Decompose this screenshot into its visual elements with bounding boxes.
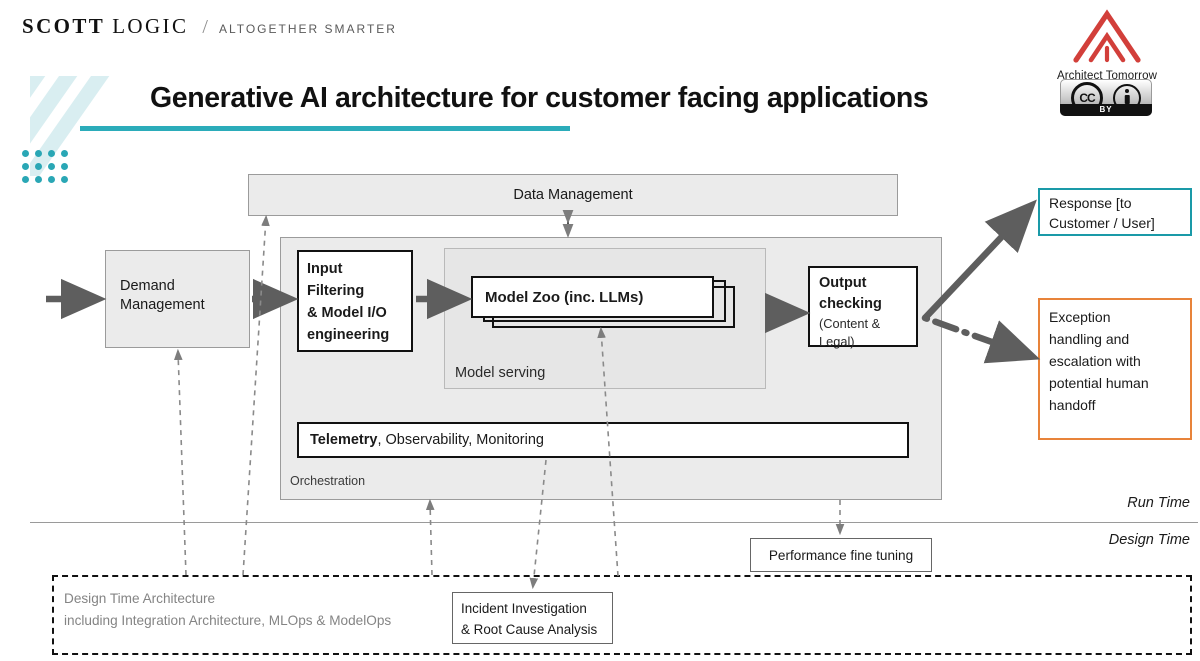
- container-model-serving-label: Model serving: [455, 365, 546, 381]
- title-underline: [80, 126, 570, 131]
- node-incident-investigation-label: Incident Investigation & Root Cause Anal…: [461, 601, 598, 637]
- brand-name-bold: SCOTT: [22, 14, 106, 38]
- node-output-checking[interactable]: Output checking (Content & Legal): [808, 266, 918, 349]
- cc-by-label: BY: [1060, 104, 1152, 116]
- page-title: Generative AI architecture for customer …: [150, 82, 929, 114]
- dot-0-0: [22, 150, 29, 157]
- node-demand-management-label: Demand Management: [120, 278, 205, 313]
- node-output-checking-sublabel: (Content & Legal): [819, 316, 881, 349]
- dot-0-3: [61, 150, 68, 157]
- node-exception-handling[interactable]: Exception handling and escalation with p…: [1038, 298, 1192, 440]
- runtime-designtime-divider: [30, 522, 1198, 523]
- node-data-management-label: Data Management: [513, 186, 633, 203]
- node-telemetry-text: Telemetry, Observability, Monitoring: [310, 424, 901, 456]
- dot-2-3: [61, 176, 68, 183]
- node-data-management[interactable]: Data Management: [248, 174, 898, 216]
- architect-tomorrow-logo: Architect Tomorrow: [1022, 8, 1192, 82]
- node-telemetry[interactable]: Telemetry, Observability, Monitoring: [297, 422, 909, 458]
- node-telemetry-bold: Telemetry: [310, 431, 378, 448]
- brand-name-light: LOGIC: [112, 14, 189, 38]
- node-input-filtering-label: Input Filtering & Model I/O engineering: [307, 261, 390, 343]
- node-output-checking-label: Output checking: [819, 275, 882, 312]
- dot-0-1: [35, 150, 42, 157]
- dot-2-2: [48, 176, 55, 183]
- dot-1-0: [22, 163, 29, 170]
- brand-separator: /: [202, 16, 208, 38]
- dot-2-1: [35, 176, 42, 183]
- node-performance-fine-tuning[interactable]: Performance fine tuning: [750, 538, 932, 572]
- node-performance-fine-tuning-label: Performance fine tuning: [768, 547, 914, 563]
- node-model-zoo[interactable]: Model Zoo (inc. LLMs): [471, 276, 714, 318]
- node-response[interactable]: Response [to Customer / User]: [1038, 188, 1192, 236]
- node-demand-management[interactable]: Demand Management: [105, 250, 250, 348]
- scott-logic-logo: SCOTT LOGIC / ALTOGETHER SMARTER: [22, 14, 397, 39]
- dot-1-3: [61, 163, 68, 170]
- dashed-to-demand-management: [173, 348, 187, 576]
- node-response-label: Response [to Customer / User]: [1049, 195, 1155, 231]
- dot-1-2: [48, 163, 55, 170]
- node-telemetry-rest: , Observability, Monitoring: [377, 431, 544, 448]
- container-orchestration-label: Orchestration: [290, 474, 366, 488]
- node-exception-handling-label: Exception handling and escalation with p…: [1049, 309, 1149, 413]
- design-time-architecture-text: Design Time Architecture including Integ…: [64, 588, 484, 632]
- dot-1-1: [35, 163, 42, 170]
- label-design-time: Design Time: [1108, 532, 1190, 548]
- dot-0-2: [48, 150, 55, 157]
- design-time-architecture-line1: Design Time Architecture: [64, 591, 216, 606]
- dot-2-0: [22, 176, 29, 183]
- arch-icon: [1073, 9, 1141, 63]
- container-design-time-architecture[interactable]: [52, 575, 1192, 655]
- design-time-architecture-line2: including Integration Architecture, MLOp…: [64, 613, 392, 628]
- dashed-to-orchestration: [425, 498, 435, 576]
- node-input-filtering[interactable]: Input Filtering & Model I/O engineering: [297, 250, 413, 352]
- node-incident-investigation[interactable]: Incident Investigation & Root Cause Anal…: [452, 592, 613, 644]
- node-model-zoo-label: Model Zoo (inc. LLMs): [485, 288, 644, 306]
- brand-tagline: ALTOGETHER SMARTER: [218, 22, 397, 36]
- label-run-time: Run Time: [1127, 495, 1190, 511]
- decorative-dot-grid: [22, 150, 80, 190]
